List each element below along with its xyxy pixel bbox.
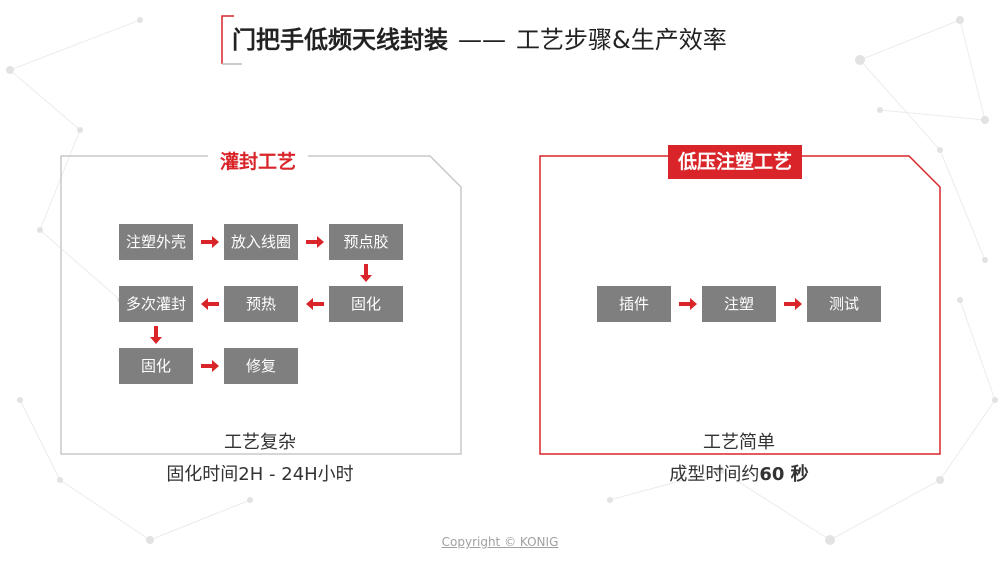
left-caption-line1: 工艺复杂 xyxy=(224,432,296,453)
step-insert-component: 插件 xyxy=(597,286,671,322)
left-panel-frame xyxy=(60,155,462,455)
arrow-down-icon xyxy=(360,264,372,282)
title-separator: —— xyxy=(458,26,506,54)
arrow-right-icon xyxy=(679,298,697,310)
step-insert-coil: 放入线圈 xyxy=(224,224,298,260)
step-repair: 修复 xyxy=(224,348,298,384)
title-main: 门把手低频天线封装 xyxy=(232,26,448,54)
copyright-link[interactable]: Copyright © KONIG xyxy=(441,535,559,549)
arrow-right-icon xyxy=(201,360,219,372)
arrow-down-icon xyxy=(150,326,162,344)
arrow-left-icon xyxy=(306,298,324,310)
step-multi-potting: 多次灌封 xyxy=(119,286,193,322)
step-inject-shell: 注塑外壳 xyxy=(119,224,193,260)
right-caption-line1: 工艺简单 xyxy=(703,432,775,453)
right-panel-label: 低压注塑工艺 xyxy=(668,145,803,179)
step-preheat: 预热 xyxy=(224,286,298,322)
step-test: 测试 xyxy=(807,286,881,322)
step-pre-dispense: 预点胶 xyxy=(329,224,403,260)
step-cure-1: 固化 xyxy=(329,286,403,322)
right-caption-line2: 成型时间约60 秒 xyxy=(539,460,939,486)
header: 门把手低频天线封装 —— 工艺步骤&生产效率 xyxy=(220,14,780,66)
right-panel-low-pressure-molding: 低压注塑工艺 xyxy=(539,145,941,455)
title-bracket xyxy=(221,15,242,65)
left-panel-label: 灌封工艺 xyxy=(208,145,309,179)
arrow-left-icon xyxy=(201,298,219,310)
arrow-right-icon xyxy=(784,298,802,310)
right-panel-frame xyxy=(539,155,941,455)
arrow-right-icon xyxy=(306,236,324,248)
arrow-right-icon xyxy=(201,236,219,248)
page-title: 门把手低频天线封装 —— 工艺步骤&生产效率 xyxy=(232,24,727,56)
title-sub: 工艺步骤&生产效率 xyxy=(516,26,727,54)
left-caption-line2: 固化时间2H - 24H小时 xyxy=(166,464,354,485)
right-caption-time: 60 秒 xyxy=(759,464,809,485)
step-injection: 注塑 xyxy=(702,286,776,322)
right-caption-prefix: 成型时间约 xyxy=(669,464,760,485)
left-panel-potting: 灌封工艺 xyxy=(60,145,462,455)
step-cure-2: 固化 xyxy=(119,348,193,384)
